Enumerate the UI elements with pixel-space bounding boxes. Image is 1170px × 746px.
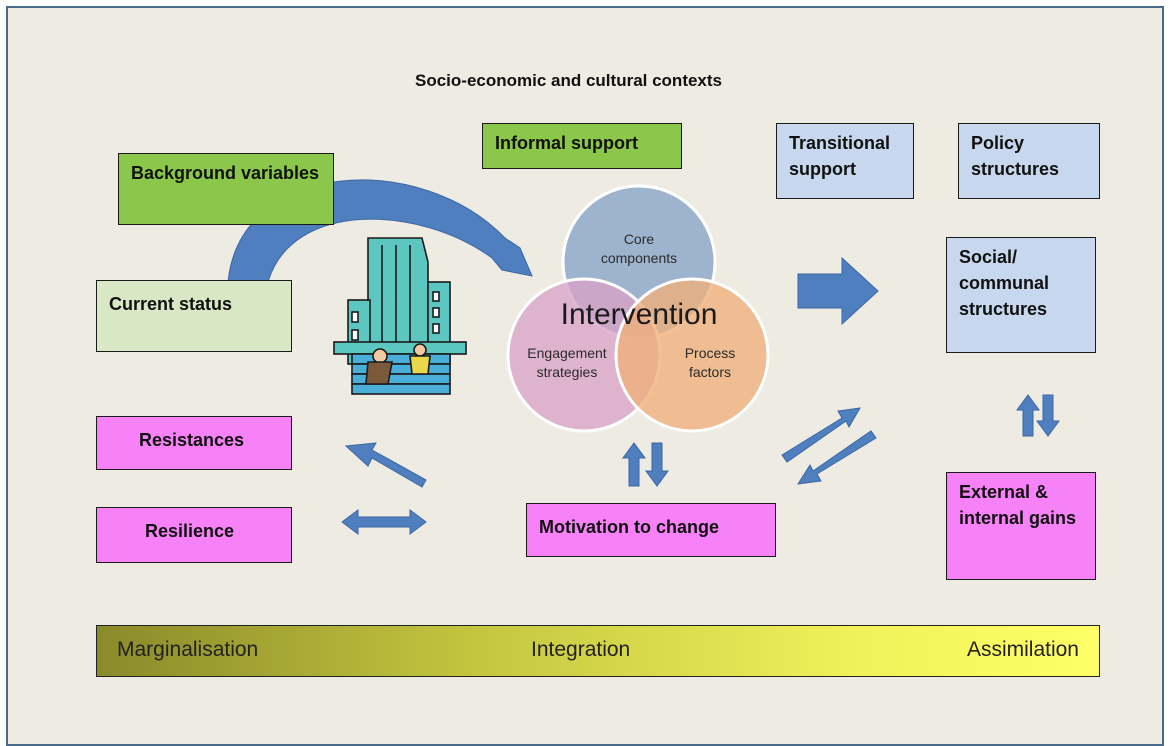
background-variables-box: Background variables [118, 153, 334, 225]
current-status-box: Current status [96, 280, 292, 352]
scale-right-label: Assimilation [966, 638, 1079, 661]
intervention-venn [506, 184, 770, 433]
transitional-support-label: Transitional support [789, 133, 891, 179]
right-arrow-icon [797, 256, 879, 326]
informal-support-label: Informal support [495, 133, 638, 153]
intervention-label: Intervention [560, 298, 718, 331]
motivation-to-change-label: Motivation to change [539, 517, 719, 537]
informal-support-box: Informal support [482, 123, 682, 169]
background-variables-label: Background variables [131, 163, 320, 183]
resilience-label: Resilience [145, 521, 235, 541]
resistances-label: Resistances [139, 430, 245, 450]
diagonal-double-arrow-icon [781, 407, 877, 485]
venn-process-label: Process factors [684, 345, 736, 380]
resilience-box: Resilience [96, 507, 292, 563]
venn-engagement-label: Engagement strategies [527, 345, 607, 380]
external-internal-gains-box: External & internal gains [946, 472, 1096, 580]
social-communal-structures-box: Social/ communal structures [946, 237, 1096, 353]
diagram-title: Socio-economic and cultural contexts [415, 71, 723, 90]
resistances-arrow-icon [344, 442, 427, 488]
policy-structures-label: Policy structures [971, 133, 1060, 179]
right-vertical-double-arrow-icon [1016, 394, 1060, 437]
acculturation-scale-bar: Marginalisation Integration Assimilation [96, 625, 1100, 677]
venn-process-circle [614, 277, 770, 433]
building-clipart-icon [333, 237, 467, 395]
vertical-double-arrow-icon [622, 442, 669, 487]
motivation-to-change-box: Motivation to change [526, 503, 776, 557]
venn-core-label: Core components [600, 231, 678, 266]
external-internal-gains-label: External & internal gains [959, 482, 1077, 528]
resistances-box: Resistances [96, 416, 292, 470]
scale-middle-label: Integration [531, 638, 631, 661]
social-communal-structures-label: Social/ communal structures [959, 247, 1050, 319]
current-status-label: Current status [109, 294, 233, 314]
transitional-support-box: Transitional support [776, 123, 914, 199]
scale-left-label: Marginalisation [117, 638, 259, 661]
policy-structures-box: Policy structures [958, 123, 1100, 199]
diagram-graphics [333, 184, 1060, 535]
horizontal-double-arrow-icon [341, 509, 427, 535]
diagram-canvas: Socio-economic and cultural contexts Bac… [6, 6, 1164, 746]
